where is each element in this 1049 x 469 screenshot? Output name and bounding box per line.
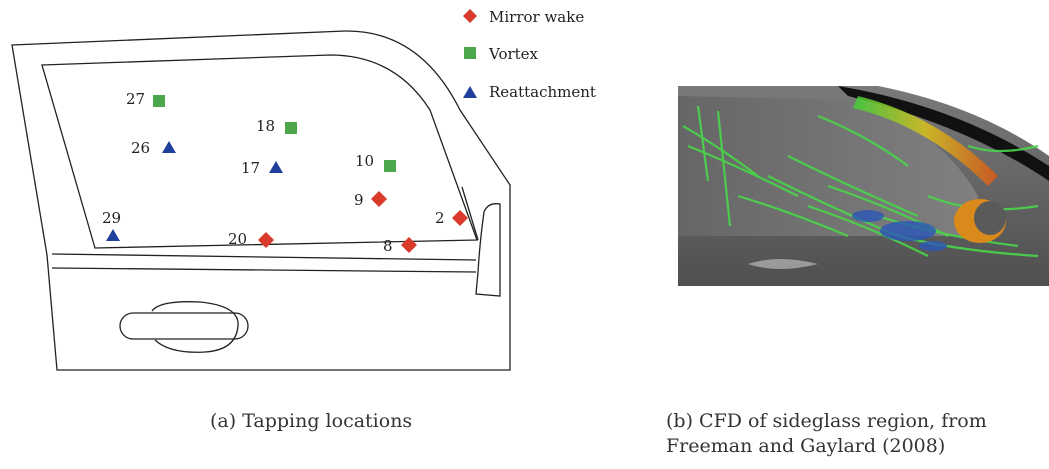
legend-marker-mirror-wake — [463, 9, 477, 23]
mirror-outline — [475, 203, 501, 297]
tapping-label-27: 27 — [126, 90, 145, 108]
door-diagram: Mirror wake Vortex Reattachment 27 26 18… — [11, 8, 596, 371]
door-handle-recess — [151, 301, 239, 353]
tapping-label-17: 17 — [241, 159, 260, 177]
legend-marker-reattachment — [463, 86, 477, 98]
cfd-image — [678, 86, 1049, 286]
tapping-label-18: 18 — [256, 117, 275, 135]
tapping-marker-10 — [384, 160, 396, 172]
tapping-marker-2 — [452, 210, 468, 226]
door-outline — [11, 30, 511, 371]
door-handle — [119, 312, 249, 340]
cfd-door-handle — [748, 259, 818, 269]
legend: Mirror wake Vortex Reattachment — [463, 8, 596, 101]
cfd-pillar-streak — [853, 96, 998, 186]
caption-a: (a) Tapping locations — [210, 410, 413, 432]
cfd-roof — [678, 86, 1049, 156]
tapping-label-29: 29 — [102, 209, 121, 227]
cfd-roof-edge — [838, 86, 1049, 181]
legend-label-mirror-wake: Mirror wake — [489, 8, 584, 26]
tapping-marker-29 — [106, 229, 120, 241]
caption-b-line1: (b) CFD of sideglass region, from — [666, 410, 987, 432]
tapping-marker-9 — [371, 191, 387, 207]
tapping-marker-26 — [162, 141, 176, 153]
caption-b-line2: Freeman and Gaylard (2008) — [666, 435, 946, 457]
cfd-blue-core — [852, 210, 947, 251]
tapping-marker-27 — [153, 95, 165, 107]
caption-b: (b) CFD of sideglass region, from Freema… — [666, 409, 1049, 459]
tapping-label-26: 26 — [131, 139, 150, 157]
legend-label-vortex: Vortex — [488, 45, 539, 63]
tapping-label-20: 20 — [228, 230, 247, 248]
window-frame — [41, 54, 478, 249]
window-inner-line — [461, 186, 479, 241]
legend-label-reattachment: Reattachment — [489, 83, 596, 101]
tapping-markers: 27 26 18 17 10 9 2 29 20 8 — [102, 90, 468, 255]
cfd-mirror — [954, 199, 1006, 243]
tapping-marker-18 — [285, 122, 297, 134]
tapping-marker-8 — [401, 237, 417, 253]
tapping-label-8: 8 — [383, 237, 393, 255]
tapping-marker-20 — [258, 232, 274, 248]
tapping-marker-17 — [269, 161, 283, 173]
belt-line-lower — [51, 267, 477, 273]
tapping-label-9: 9 — [354, 191, 364, 209]
legend-marker-vortex — [464, 47, 476, 59]
tapping-label-2: 2 — [435, 209, 445, 227]
belt-line-upper — [51, 253, 477, 261]
tapping-label-10: 10 — [355, 152, 374, 170]
